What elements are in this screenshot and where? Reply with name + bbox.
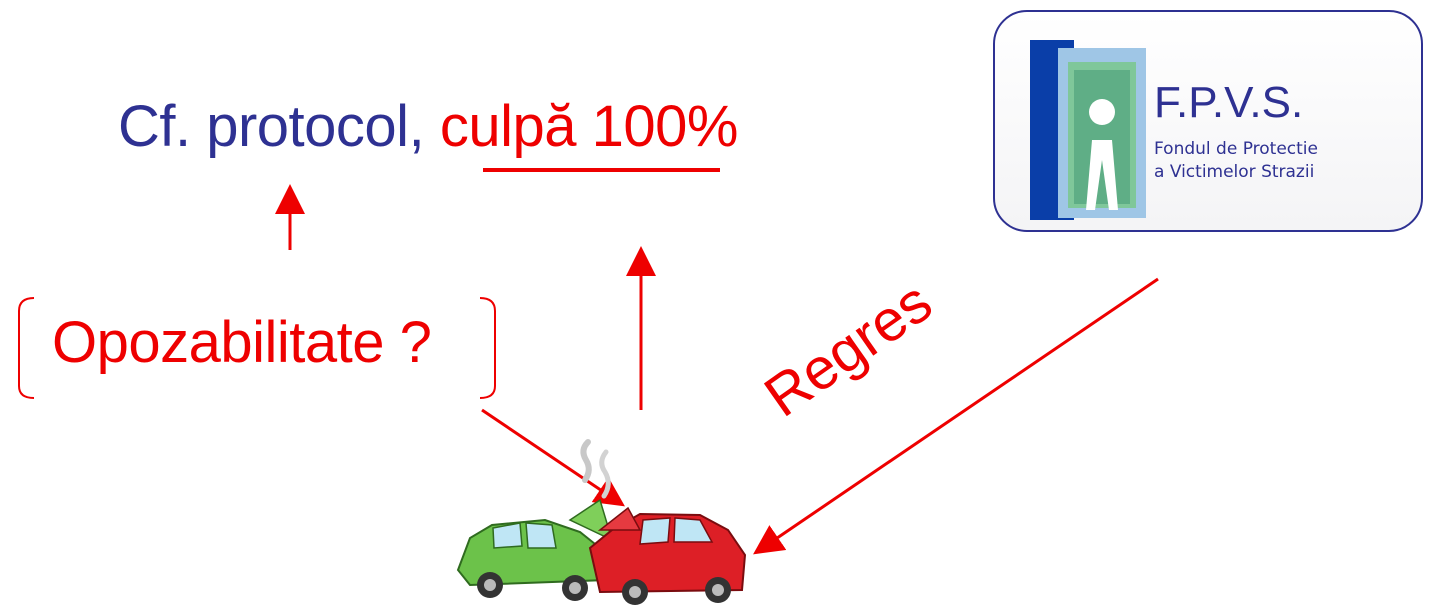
fpvs-subtitle-line1: Fondul de Protectie xyxy=(1154,139,1318,159)
title-line: Cf. protocol, culpă 100% xyxy=(118,92,738,162)
arrow-fpvs-to-car xyxy=(753,277,1159,555)
opozabilitate-label: Opozabilitate ? xyxy=(52,310,432,375)
title-prefix: Cf. protocol, xyxy=(118,94,425,159)
bracket-left xyxy=(18,297,35,399)
fpvs-title: F.P.V.S. xyxy=(1154,78,1304,127)
bracket-right xyxy=(479,297,496,399)
fpvs-subtitle-line2: a Victimelor Strazii xyxy=(1154,162,1315,182)
title-highlight: culpă 100% xyxy=(439,94,739,159)
arrow-opoz-to-car xyxy=(481,408,625,507)
car-crash-icon xyxy=(456,439,747,605)
